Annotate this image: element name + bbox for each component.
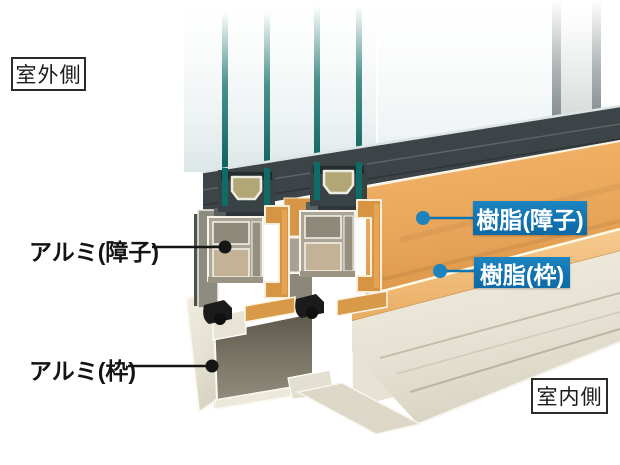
frame-sill-surface	[352, 251, 620, 425]
outdoor-side-label: 室外側	[11, 57, 86, 91]
leader-dot-aluminum-frame	[205, 359, 219, 373]
aluminum-frame-label: アルミ(枠)	[29, 358, 137, 384]
resin-sash-text: 樹脂(障子)	[476, 207, 584, 233]
resin-frame-label: 樹脂(枠)	[474, 257, 570, 288]
indoor-side-label: 室内側	[531, 378, 608, 414]
resin-sash-label: 樹脂(障子)	[473, 201, 587, 235]
leader-dot-resin-frame	[433, 264, 447, 278]
glass-edge-3	[314, 6, 320, 168]
leader-dot-aluminum-sash	[218, 240, 232, 254]
aluminum-sash-label: アルミ(障子)	[29, 239, 160, 265]
leader-dot-resin-sash	[416, 211, 430, 225]
glass-edge-1	[222, 12, 228, 174]
resin-frame-text: 樹脂(枠)	[479, 261, 565, 288]
glass-edge-4	[356, 6, 362, 168]
leader-lines	[128, 211, 475, 373]
glass-face-left	[184, 0, 376, 172]
frame-cavity-shadow	[214, 314, 312, 408]
frame-sloped-face	[295, 382, 423, 435]
outdoor-side-text: 室外側	[15, 64, 82, 87]
indoor-side-text: 室内側	[536, 386, 603, 409]
glass-edge-2	[264, 12, 270, 174]
